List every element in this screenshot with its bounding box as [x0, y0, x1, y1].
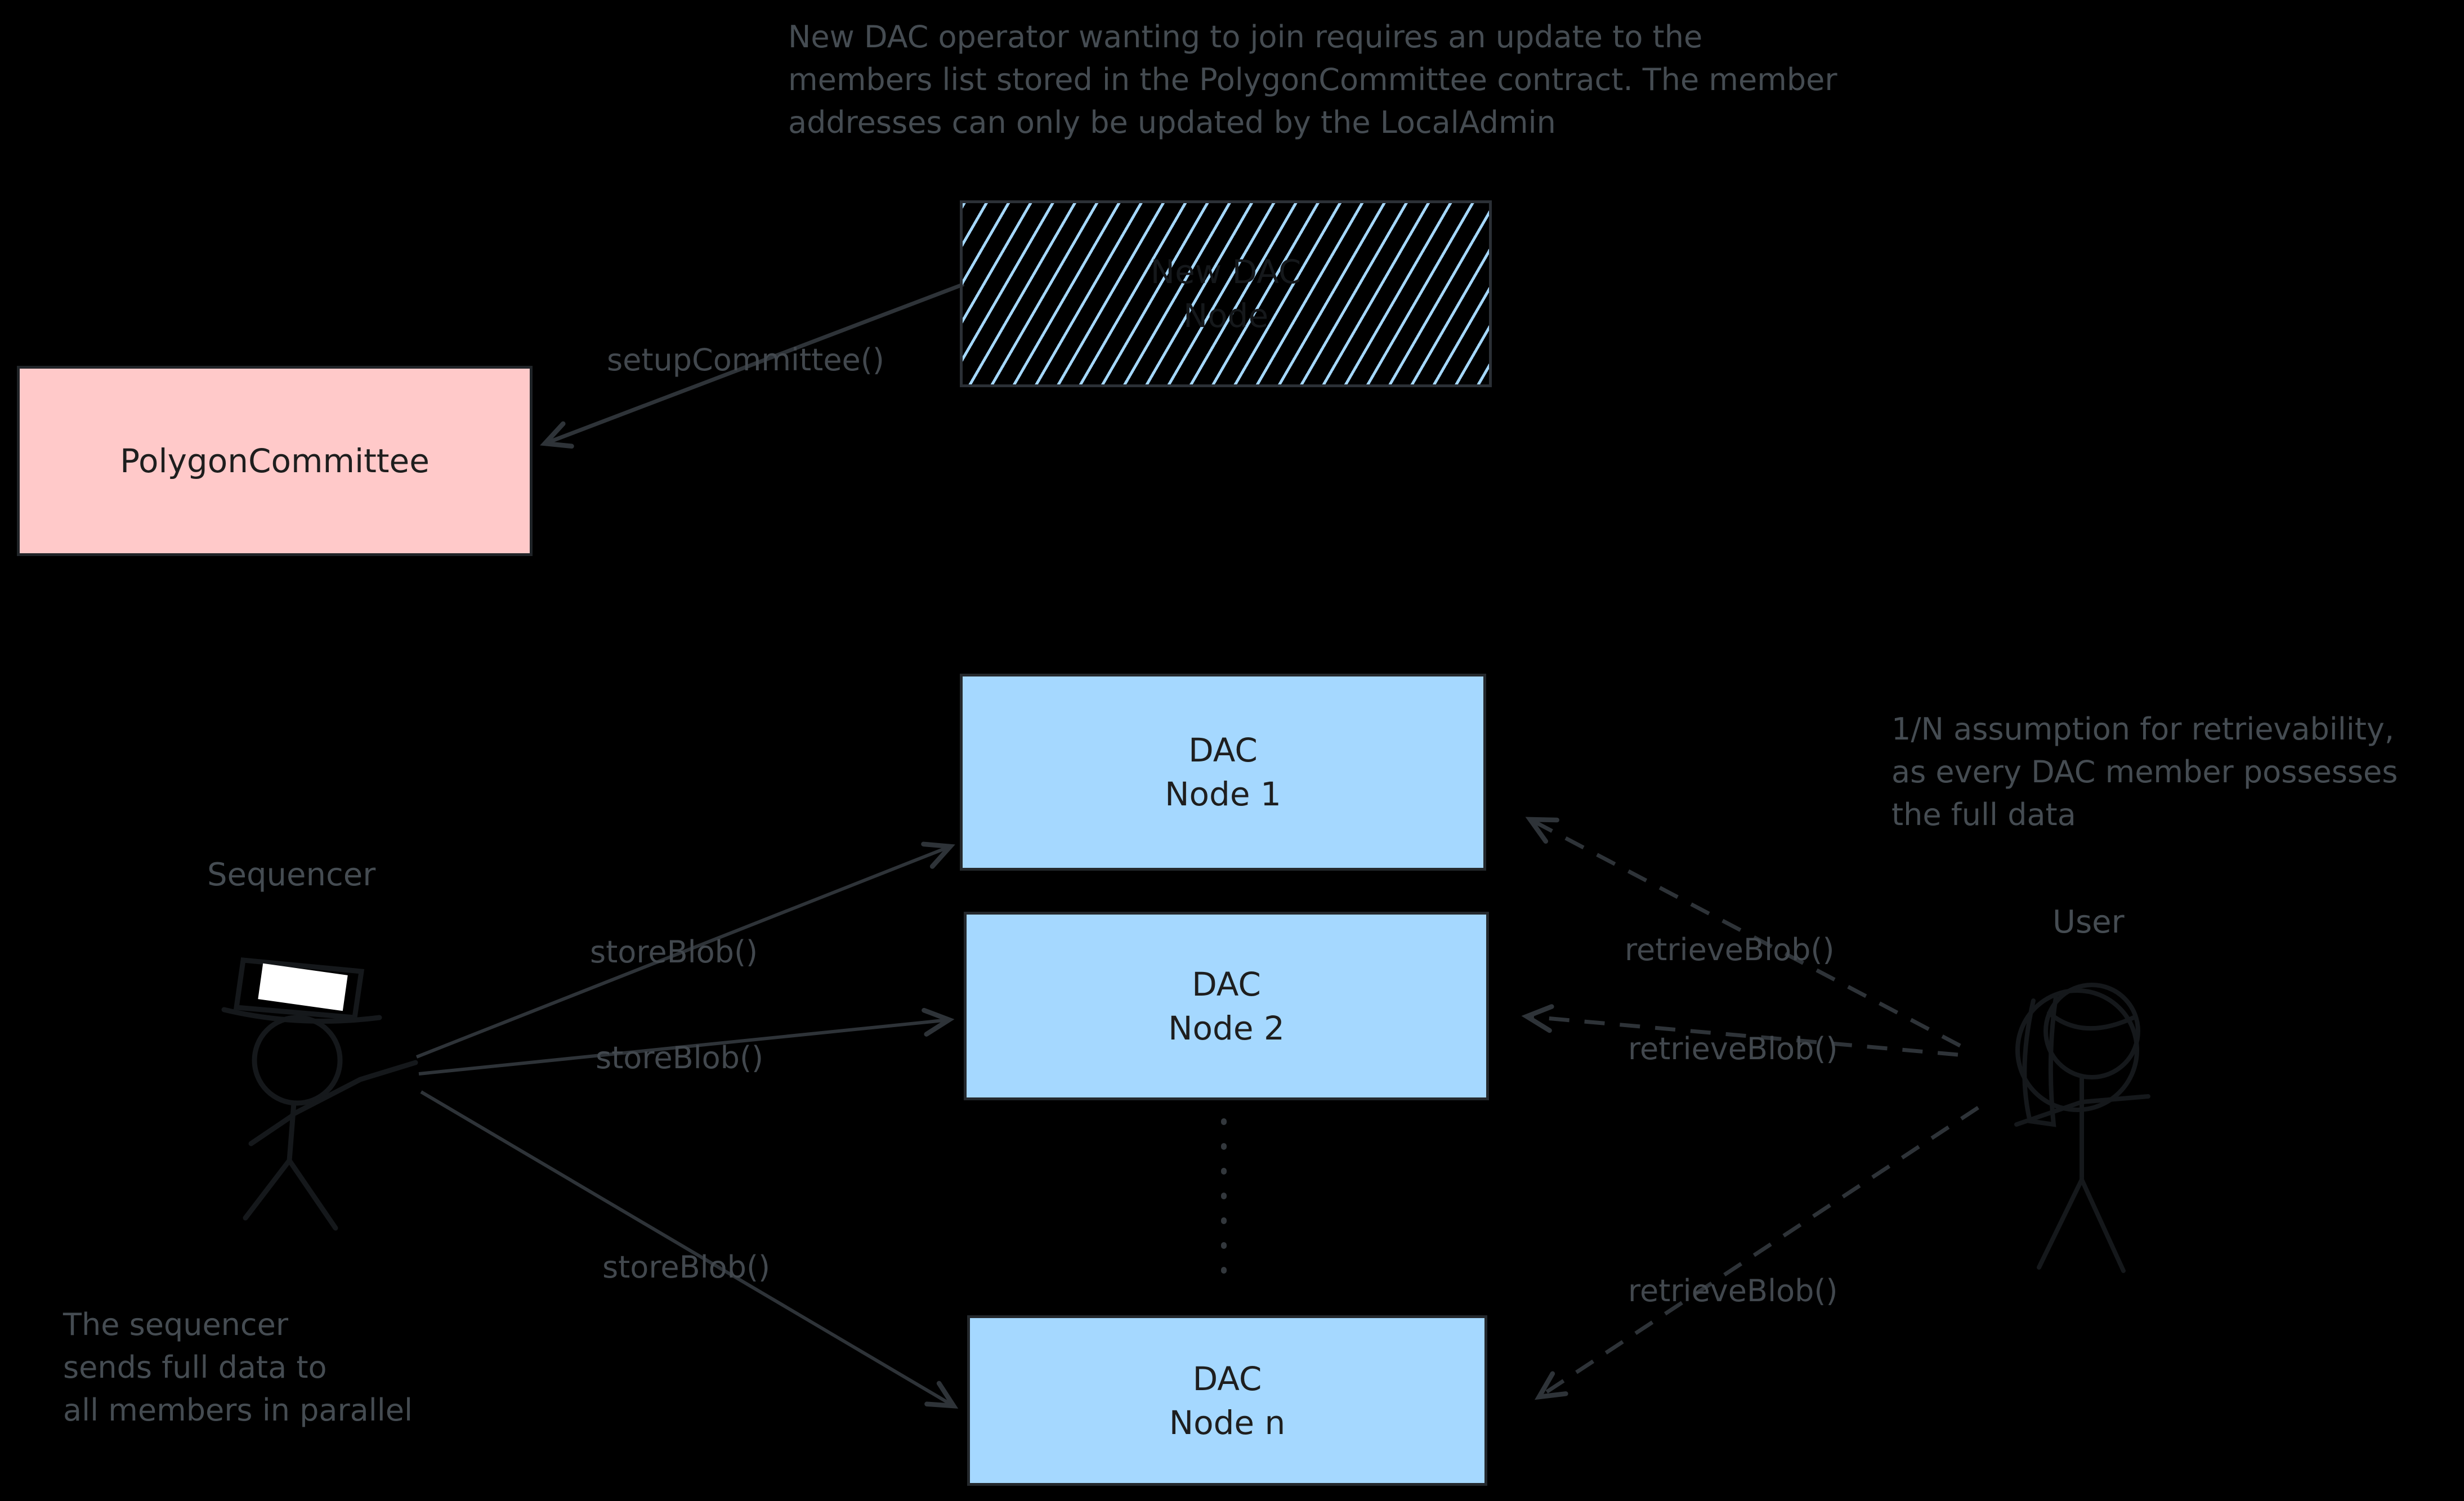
new-dac-node-box: New DAC Node: [960, 200, 1492, 387]
top-note-line: members list stored in the PolygonCommit…: [788, 62, 1837, 97]
store-blob-label-2: storeBlob(): [596, 1040, 764, 1076]
dac-node-n-box: DAC Node n: [967, 1315, 1487, 1486]
sequencer-note-line: The sequencer: [63, 1307, 289, 1342]
retrievability-note-line: the full data: [1891, 797, 2076, 832]
dac-node-n-label: DAC: [1192, 1359, 1262, 1398]
dac-node-1-label: Node 1: [1165, 775, 1281, 813]
sequencer-figure-icon: [221, 957, 418, 1231]
store-blob-arrow-2: [418, 1007, 955, 1076]
dac-node-1-box: DAC Node 1: [960, 674, 1486, 871]
retrieve-blob-arrow-2: [1521, 1004, 1958, 1057]
retrievability-note-line: 1/N assumption for retrievability,: [1891, 711, 2395, 747]
store-blob-label-3: storeBlob(): [602, 1249, 771, 1285]
store-blob-label-1: storeBlob(): [590, 934, 758, 970]
sequencer-note-line: sends full data to: [63, 1350, 327, 1385]
retrieve-blob-label-3: retrieveBlob(): [1628, 1273, 1838, 1309]
store-blob-arrow-3: [420, 1090, 959, 1409]
polygon-committee-label: PolygonCommittee: [120, 442, 430, 480]
dac-node-n-label: Node n: [1169, 1403, 1286, 1442]
retrieve-blob-label-2: retrieveBlob(): [1628, 1031, 1838, 1067]
setup-committee-label: setupCommittee(): [607, 342, 884, 378]
setup-committee-arrow: [540, 282, 965, 449]
user-figure-icon: [2014, 983, 2150, 1273]
sequencer-note: The sequencer sends full data to all mem…: [63, 1303, 413, 1432]
store-blob-arrow-1: [415, 841, 955, 1059]
dac-node-2-box: DAC Node 2: [964, 912, 1489, 1100]
dac-node-2-label: Node 2: [1168, 1009, 1285, 1047]
retrieve-blob-arrow-1: [1525, 817, 1961, 1048]
user-label: User: [2052, 904, 2125, 940]
retrievability-note: 1/N assumption for retrievability, as ev…: [1891, 708, 2398, 836]
polygon-committee-box: PolygonCommittee: [17, 366, 533, 556]
sequencer-hat-band: [258, 963, 348, 1011]
top-note: New DAC operator wanting to join require…: [788, 16, 1837, 144]
retrieve-blob-label-1: retrieveBlob(): [1625, 932, 1835, 967]
dac-node-1-label: DAC: [1188, 731, 1258, 769]
sequencer-label: Sequencer: [207, 857, 376, 893]
top-note-line: New DAC operator wanting to join require…: [788, 19, 1703, 55]
retrievability-note-line: as every DAC member possesses: [1891, 754, 2398, 790]
sequencer-note-line: all members in parallel: [63, 1392, 413, 1428]
top-note-line: addresses can only be updated by the Loc…: [788, 105, 1556, 140]
retrieve-blob-arrow-3: [1535, 1106, 1979, 1400]
new-dac-node-label: New DAC: [1150, 253, 1302, 291]
new-dac-node-label: Node: [1183, 297, 1269, 335]
dac-node-2-label: DAC: [1192, 965, 1261, 1003]
